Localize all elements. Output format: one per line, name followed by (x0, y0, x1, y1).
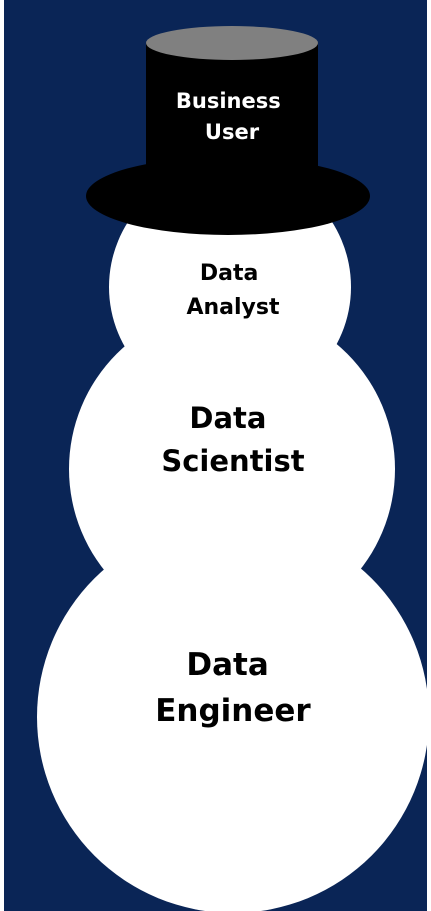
hat-label: Business User (176, 89, 288, 144)
base-snowball (37, 521, 429, 911)
base-label-line2: Engineer (155, 693, 311, 729)
base-label-line1: Data (186, 647, 268, 683)
hat-brim (86, 157, 370, 235)
hat-label-line2: User (205, 120, 260, 144)
head-label-line1: Data (200, 261, 258, 286)
base-label: Data Engineer (155, 647, 311, 729)
hat-top (146, 26, 318, 60)
head-label-line2: Analyst (186, 295, 280, 320)
middle-label-line1: Data (189, 401, 266, 435)
middle-label: Data Scientist (161, 401, 304, 478)
head-label: Data Analyst (186, 261, 280, 320)
top-hat (86, 26, 370, 235)
middle-label-line2: Scientist (161, 444, 304, 478)
hat-label-line1: Business (176, 89, 281, 113)
middle-snowball (69, 306, 395, 632)
